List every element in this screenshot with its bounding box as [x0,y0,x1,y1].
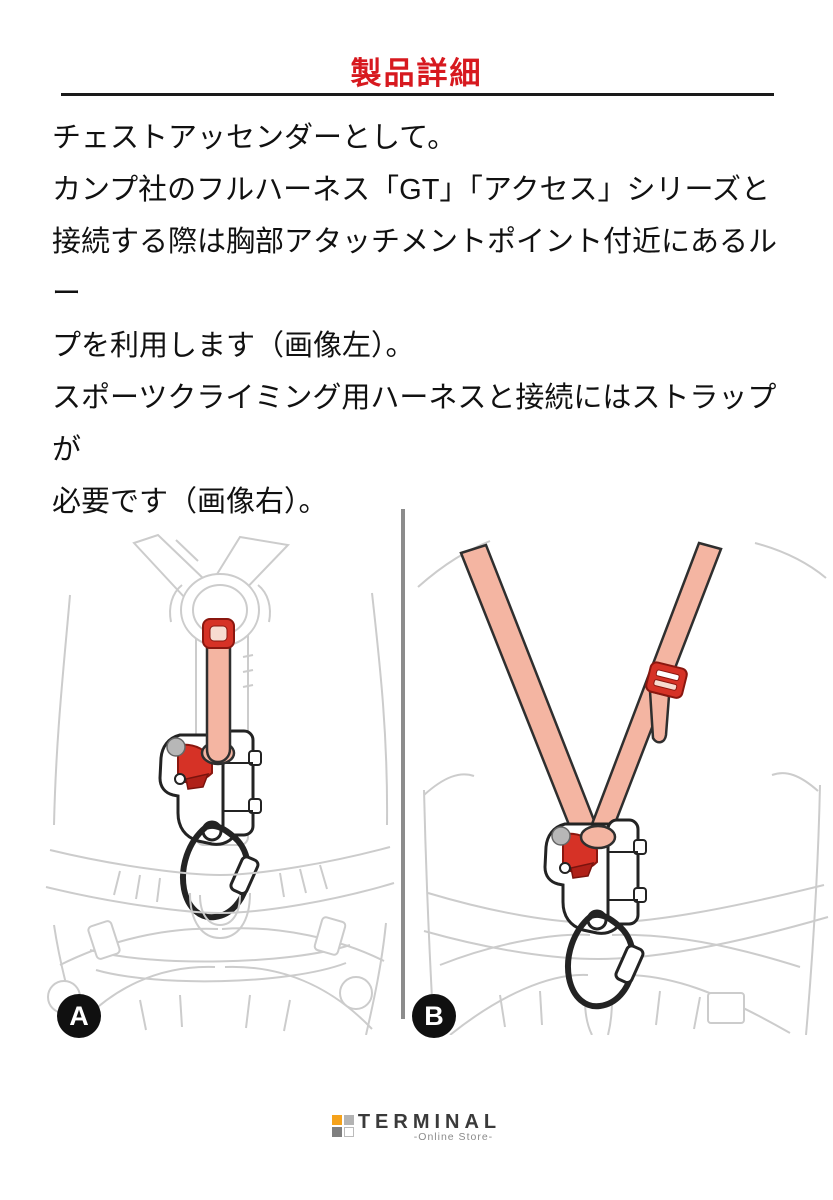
figure-area: A B [0,495,833,1038]
description-line: チェストアッセンダーとして。 [52,122,457,154]
badge-a: A [57,994,101,1038]
page-title: 製品詳細 [350,56,483,91]
store-logo: TERMINAL -Online Store- [0,1112,833,1143]
terminal-logo-icon [331,1115,354,1137]
brand-tagline: -Online Store- [413,1131,494,1143]
description-line: カンプ社のフルハーネス「GT」「アクセス」シリーズと [52,174,771,206]
title-underline [61,93,774,96]
harness-illustrations [45,509,829,1035]
description-line: スポーツクライミング用ハーネスと接続にはストラップが [52,382,777,466]
description-line: プを利用します（画像左）。 [52,330,415,362]
product-description: チェストアッセンダーとして。 カンプ社のフルハーネス「GT」「アクセス」シリーズ… [52,112,797,528]
brand-name: TERMINAL [357,1111,502,1133]
harness-illustration-b [417,540,829,1035]
harness-illustration-a [45,533,395,1035]
description-line: 接続する際は胸部アタッチメントポイント付近にあるルー [52,226,778,310]
description-line: 必要です（画像右）。 [52,486,328,518]
badge-b: B [412,994,456,1038]
